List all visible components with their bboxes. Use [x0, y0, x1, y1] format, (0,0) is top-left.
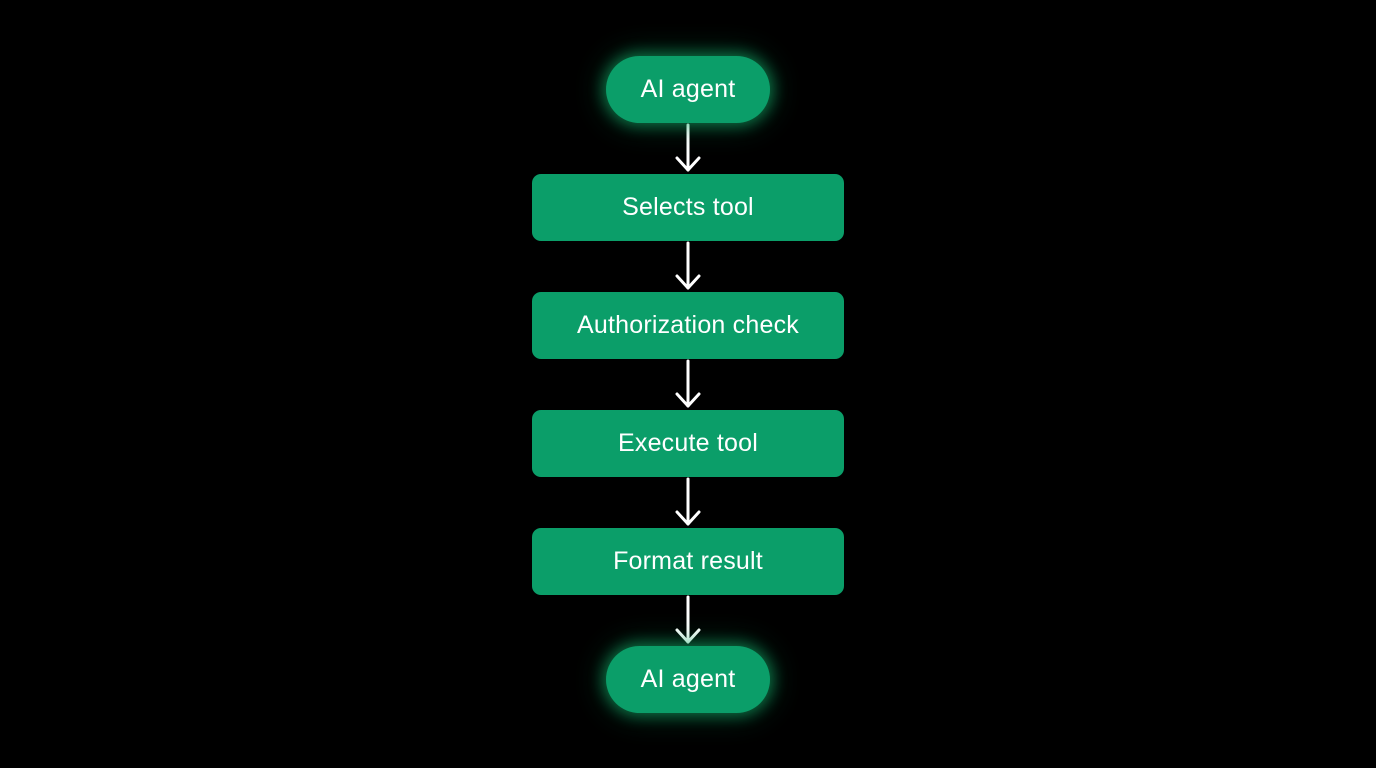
step-format-result: Format result — [532, 528, 844, 595]
arrow-format-to-agent — [675, 595, 701, 644]
step-execute-tool-label: Execute tool — [618, 429, 758, 457]
arrow-authorization-to-execute — [675, 359, 701, 408]
arrow-agent-to-selects — [675, 123, 701, 172]
end-node-label: AI agent — [640, 665, 736, 693]
step-format-result-label: Format result — [613, 547, 763, 575]
start-node-label: AI agent — [640, 75, 736, 103]
step-selects-tool: Selects tool — [532, 174, 844, 241]
start-node-ai-agent: AI agent — [606, 56, 770, 123]
arrow-execute-to-format — [675, 477, 701, 526]
arrow-selects-to-authorization — [675, 241, 701, 290]
step-execute-tool: Execute tool — [532, 410, 844, 477]
step-authorization-check: Authorization check — [532, 292, 844, 359]
step-authorization-check-label: Authorization check — [577, 311, 799, 339]
step-selects-tool-label: Selects tool — [622, 193, 754, 221]
end-node-ai-agent: AI agent — [606, 646, 770, 713]
